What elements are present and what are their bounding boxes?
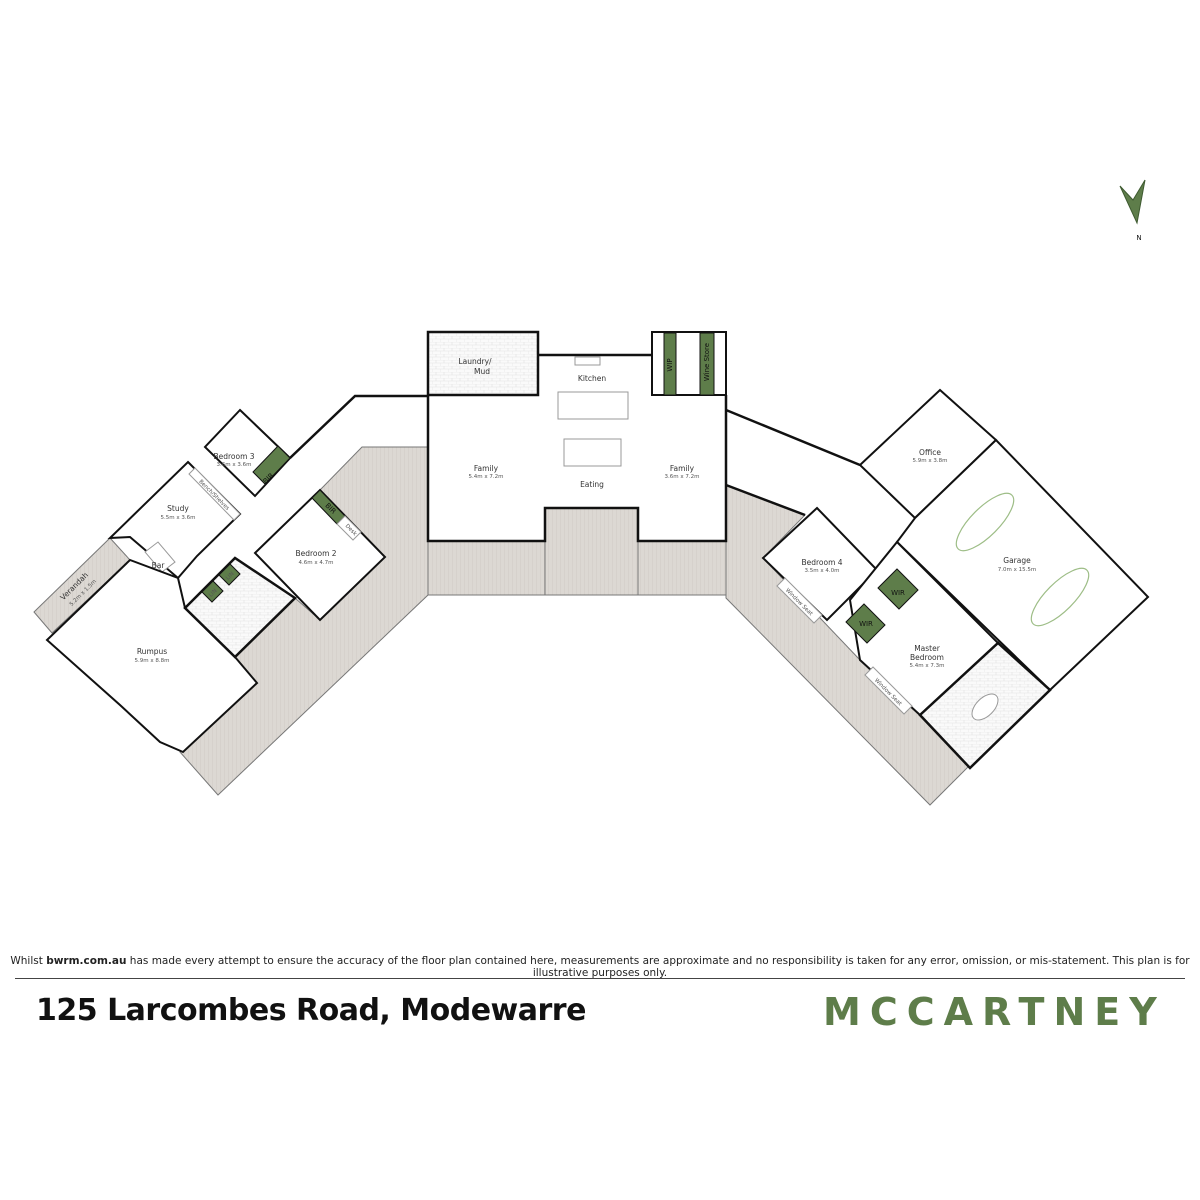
label-bedroom2: Bedroom 2 (295, 549, 336, 558)
right-corridor-walls (725, 408, 861, 517)
linen-1 (201, 580, 224, 603)
dims-rumpus: 5.9m x 8.8m (135, 658, 170, 664)
label-family-left: Family (474, 464, 499, 473)
north-label: N (1136, 234, 1141, 242)
bathtub (971, 693, 999, 721)
wip-shelf (663, 332, 677, 396)
car-2-icon (1030, 567, 1090, 627)
pantry-block (651, 331, 727, 396)
dims-bedroom2: 4.6m x 4.7m (299, 560, 334, 566)
bedroom3-bir (252, 445, 291, 485)
bench-shelves (188, 467, 241, 521)
label-wip: WIP (666, 358, 674, 371)
label-wine-store: Wine Store (703, 343, 711, 381)
label-study: Study (167, 504, 189, 513)
deck-center-right (637, 540, 727, 596)
label-master-2: Bedroom (910, 653, 944, 662)
kitchen-sink (574, 356, 601, 366)
label-garage: Garage (1003, 556, 1031, 565)
label-bedroom4: Bedroom 4 (801, 558, 842, 567)
center-block-walls (426, 395, 728, 543)
wine-store-shelf (699, 332, 715, 396)
label-office: Office (919, 448, 941, 457)
disclaimer-prefix: Whilst (10, 955, 43, 967)
label-bar: Bar (152, 561, 166, 570)
bedroom2-desk (336, 515, 362, 541)
dims-study: 5.5m x 3.6m (161, 515, 196, 521)
kitchen-island-cooktop (557, 391, 629, 420)
bar-counter (144, 541, 176, 573)
label-family-right: Family (670, 464, 695, 473)
label-lin-2: LIN (225, 571, 235, 581)
bathroom-walls (183, 556, 297, 659)
north-arrow-icon: N (1119, 179, 1146, 242)
label-mud: Mud (474, 367, 490, 376)
dims-family-right: 3.6m x 7.2m (665, 474, 700, 480)
label-eating: Eating (580, 480, 604, 489)
label-wir-2: WIR (859, 620, 873, 628)
rumpus (45, 558, 259, 754)
dims-bedroom4: 3.5m x 4.0m (805, 568, 840, 574)
wir-1 (877, 568, 919, 610)
window-seat-1 (776, 577, 823, 624)
agency-logo: MCCARTNEY (823, 990, 1166, 1034)
dims-family-left: 5.4m x 7.2m (469, 474, 504, 480)
deck-central (544, 507, 639, 596)
label-laundry: Laundry/ (458, 357, 492, 366)
deck-center-left (427, 540, 546, 596)
bedroom2 (253, 488, 387, 622)
window-seat-2 (864, 666, 913, 715)
laundry-walls (426, 330, 540, 397)
dims-bedroom3: 3.6m x 3.6m (217, 462, 252, 468)
label-wir-1: WIR (891, 589, 905, 597)
wir-2 (845, 603, 886, 644)
disclaimer-site: bwrm.com.au (46, 955, 127, 967)
ensuite-walls (918, 641, 1052, 770)
label-rumpus: Rumpus (137, 647, 167, 656)
garage (895, 438, 1150, 692)
dims-office: 5.9m x 3.8m (913, 458, 948, 464)
label-lin-1: LIN (208, 588, 218, 598)
car-1-icon (955, 492, 1015, 552)
property-address: 125 Larcombes Road, Modewarre (36, 993, 586, 1028)
disclaimer: Whilst bwrm.com.au has made every attemp… (0, 955, 1200, 979)
label-kitchen: Kitchen (578, 374, 606, 383)
footer-divider (15, 978, 1185, 979)
dims-garage: 7.0m x 15.5m (998, 567, 1036, 573)
disclaimer-text: has made every attempt to ensure the acc… (129, 955, 1190, 979)
left-corridor-outer-wall (289, 394, 428, 459)
linen-2 (218, 563, 241, 586)
kitchen-island (563, 438, 622, 467)
label-bedroom3: Bedroom 3 (213, 452, 254, 461)
label-master-1: Master (914, 644, 941, 653)
dims-master: 5.4m x 7.3m (910, 663, 945, 669)
bedroom4 (761, 506, 879, 622)
